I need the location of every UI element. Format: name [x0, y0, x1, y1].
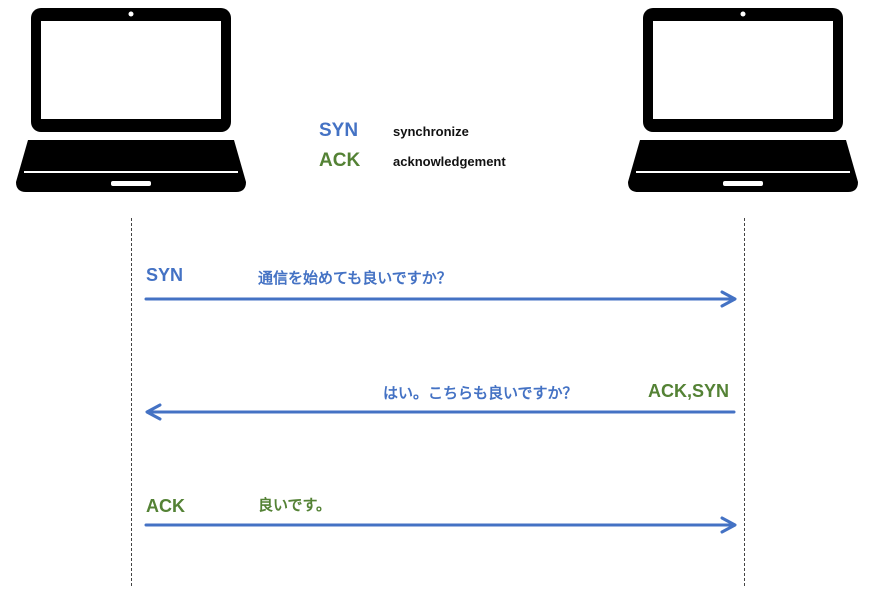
- message-1-label: SYN: [146, 265, 184, 285]
- legend-ack-desc: acknowledgement: [393, 154, 506, 169]
- laptop-icon-left: [16, 8, 246, 192]
- message-1-arrow: [144, 290, 737, 308]
- message-2-label: ACK,SYN: [648, 381, 730, 401]
- message-2-text: はい。こちらも良いですか？: [383, 384, 578, 402]
- lifeline-left: [131, 218, 132, 586]
- legend-ack-abbr: ACK: [319, 150, 361, 171]
- message-2-arrow: [145, 403, 736, 421]
- lifeline-right: [744, 218, 745, 586]
- legend-syn-desc: synchronize: [393, 124, 469, 139]
- laptop-icon-right: [628, 8, 858, 192]
- message-3-arrow: [144, 516, 737, 534]
- message-1-text: 通信を始めても良いですか？: [258, 269, 452, 287]
- message-3-label: ACK: [146, 496, 185, 516]
- message-3-text: 良いです。: [258, 496, 332, 514]
- legend-syn-abbr: SYN: [319, 120, 359, 141]
